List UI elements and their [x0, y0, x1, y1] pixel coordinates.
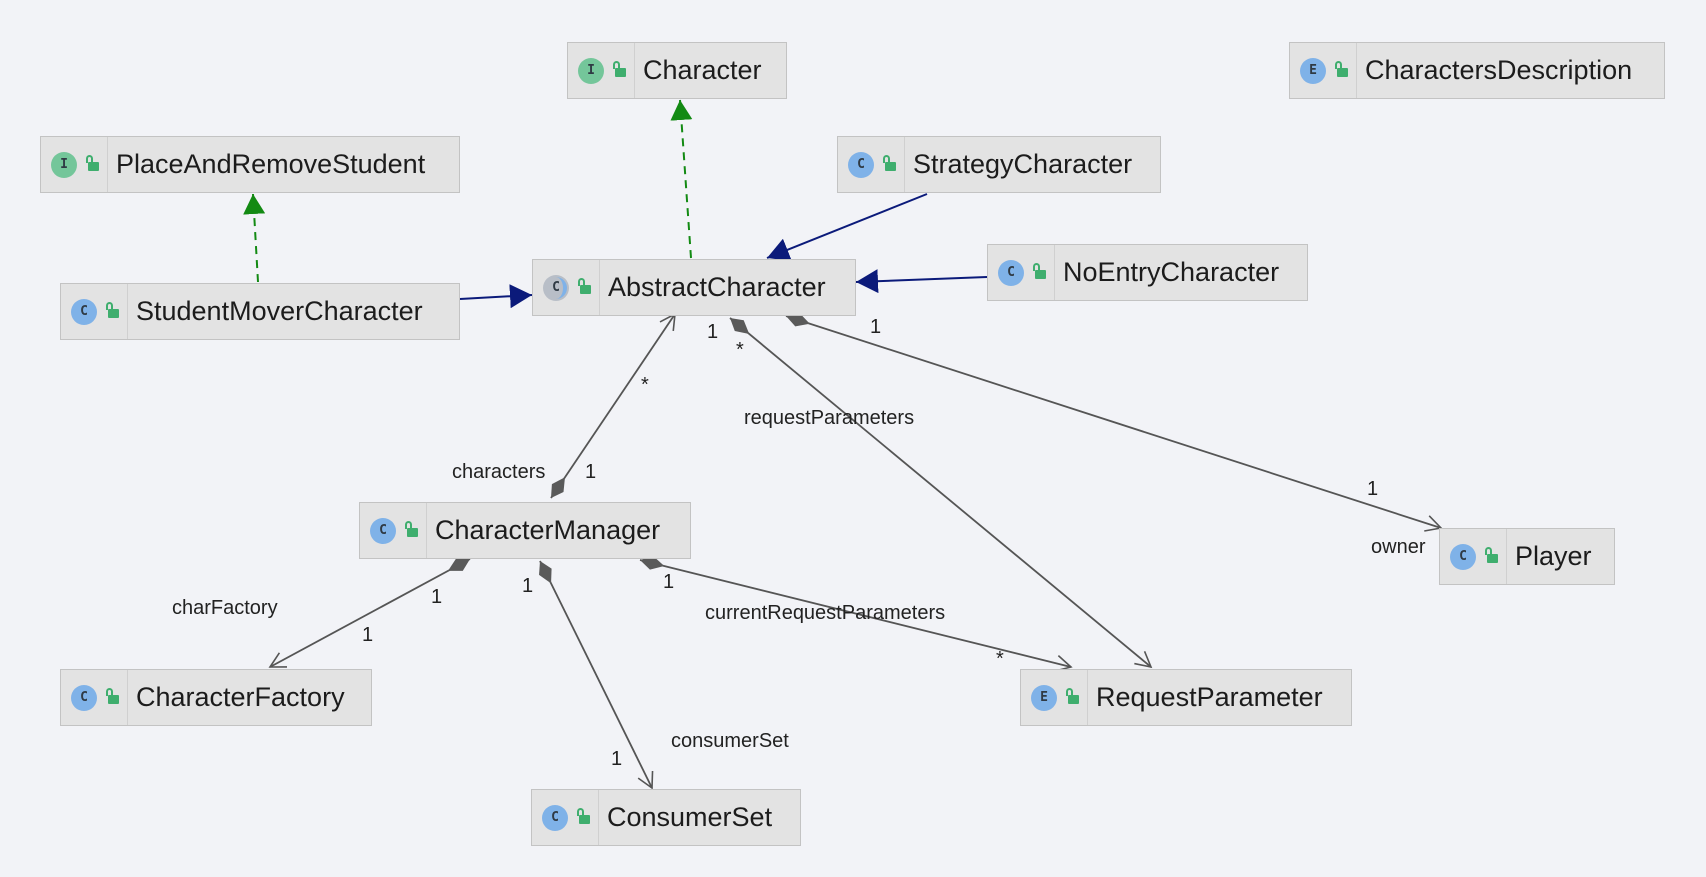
node-name: ConsumerSet — [607, 802, 773, 832]
node-character[interactable]: I Character — [567, 42, 787, 99]
class-icon: C — [1450, 543, 1476, 570]
node-student-mover-character[interactable]: C StudentMoverCharacter — [60, 283, 460, 340]
mult-label-characters-source: 1 — [585, 461, 597, 483]
node-characters-description[interactable]: E CharactersDescription — [1289, 42, 1665, 99]
public-lock-icon — [577, 277, 591, 298]
node-name: RequestParameter — [1096, 682, 1323, 712]
realization-edge-studentmover-placeandremove — [243, 193, 266, 283]
public-lock-icon — [1065, 687, 1079, 708]
node-place-and-remove-student[interactable]: I PlaceAndRemoveStudent — [40, 136, 460, 193]
node-abstract-character[interactable]: C AbstractCharacter — [532, 259, 856, 316]
node-separator — [1087, 670, 1088, 725]
public-lock-icon — [105, 687, 119, 708]
class-icon: C — [542, 804, 568, 831]
node-name: CharacterFactory — [136, 682, 345, 712]
composition-edge-abstract-owner — [785, 313, 1443, 532]
public-lock-icon — [85, 154, 99, 175]
node-request-parameter[interactable]: E RequestParameter — [1020, 669, 1352, 726]
public-lock-icon — [105, 301, 119, 322]
node-player[interactable]: C Player — [1439, 528, 1615, 585]
role-label-consumer-set: consumerSet — [671, 730, 789, 752]
role-label-characters: characters — [452, 461, 546, 483]
mult-label-characters-target: * — [641, 374, 649, 396]
node-separator — [904, 137, 905, 192]
mult-label-consumer-set-source: 1 — [522, 575, 534, 597]
realization-edge-abstractcharacter-character — [670, 99, 693, 259]
abstract-class-icon: C — [543, 274, 569, 301]
public-lock-icon — [882, 154, 896, 175]
role-label-request-parameters: requestParameters — [744, 407, 915, 429]
class-icon: C — [71, 684, 97, 711]
node-no-entry-character[interactable]: C NoEntryCharacter — [987, 244, 1308, 301]
node-name: Player — [1515, 541, 1592, 571]
interface-icon: I — [51, 151, 77, 178]
node-separator — [1356, 43, 1357, 98]
mult-label-owner-target: 1 — [1367, 478, 1379, 500]
node-separator — [599, 260, 600, 315]
node-name: PlaceAndRemoveStudent — [116, 149, 426, 179]
public-lock-icon — [576, 807, 590, 828]
node-separator — [1054, 245, 1055, 300]
composition-edge-manager-consumerset — [539, 560, 654, 790]
node-name: StrategyCharacter — [913, 149, 1133, 179]
node-name: AbstractCharacter — [608, 272, 826, 302]
mult-label-char-factory-target: 1 — [362, 624, 374, 646]
public-lock-icon — [612, 60, 626, 81]
mult-label-request-parameters-source: 1 — [707, 321, 719, 343]
node-separator — [598, 790, 599, 845]
mult-label-current-request-parameters-source: 1 — [663, 571, 675, 593]
composition-edge-charactermanager-characters — [550, 312, 676, 499]
node-name: StudentMoverCharacter — [136, 296, 423, 326]
node-name: Character — [643, 55, 762, 85]
mult-label-current-request-parameters-target: * — [996, 648, 1004, 670]
public-lock-icon — [1334, 60, 1348, 81]
class-icon: C — [848, 151, 874, 178]
node-name: NoEntryCharacter — [1063, 257, 1280, 287]
node-consumer-set[interactable]: C ConsumerSet — [531, 789, 801, 846]
node-character-manager[interactable]: C CharacterManager — [359, 502, 691, 559]
node-separator — [1506, 529, 1507, 584]
public-lock-icon — [1484, 546, 1498, 567]
enum-icon: E — [1300, 57, 1326, 84]
enum-icon: E — [1031, 684, 1057, 711]
class-icon: C — [71, 298, 97, 325]
node-separator — [634, 43, 635, 98]
node-name: CharacterManager — [435, 515, 661, 545]
composition-edge-manager-currentrequestparameters — [639, 556, 1073, 672]
mult-label-char-factory-source: 1 — [431, 586, 443, 608]
class-icon: C — [370, 517, 396, 544]
node-separator — [127, 670, 128, 725]
node-character-factory[interactable]: C CharacterFactory — [60, 669, 372, 726]
node-name: CharactersDescription — [1365, 55, 1633, 85]
node-strategy-character[interactable]: C StrategyCharacter — [837, 136, 1161, 193]
generalization-edge-strategy-abstract — [766, 193, 928, 261]
node-separator — [127, 284, 128, 339]
node-separator — [426, 503, 427, 558]
generalization-edge-studentmover-abstract — [459, 284, 533, 309]
role-label-current-request-parameters: currentRequestParameters — [705, 602, 946, 624]
generalization-edge-noentry-abstract — [855, 269, 988, 294]
mult-label-consumer-set-target: 1 — [611, 748, 623, 770]
mult-label-owner-source: 1 — [870, 316, 882, 338]
interface-icon: I — [578, 57, 604, 84]
role-label-char-factory: charFactory — [172, 597, 278, 619]
node-separator — [107, 137, 108, 192]
role-label-owner: owner — [1371, 536, 1426, 558]
class-icon: C — [998, 259, 1024, 286]
public-lock-icon — [1032, 262, 1046, 283]
mult-label-request-parameters-target: * — [736, 339, 744, 361]
public-lock-icon — [404, 520, 418, 541]
composition-edge-manager-charfactory — [268, 558, 471, 668]
